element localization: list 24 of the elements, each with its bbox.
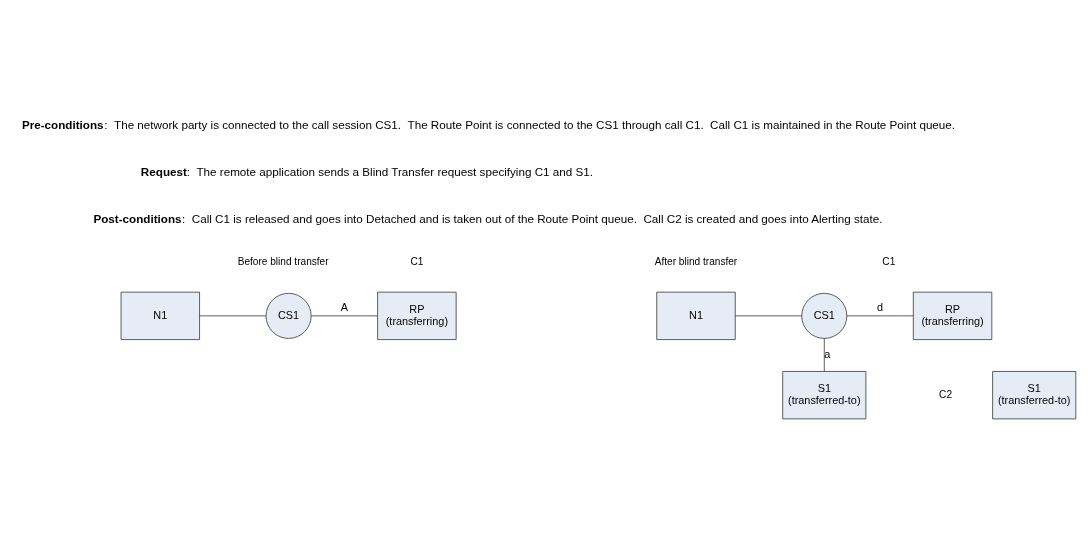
node-box: RP (transferring) xyxy=(912,291,993,340)
label: Request: The remote application sends a Blind Transfer request specifying C1 and S1. xyxy=(140,164,593,178)
connector xyxy=(199,315,267,317)
node-box: S1 (transferred-to) xyxy=(992,371,1077,420)
label: Pre-conditions: The network party is connected to the call session CS1. The Route Point is connected to the CS1 through call C1. Call C1 is maintained in the Route Point queue. xyxy=(21,118,956,132)
connector xyxy=(823,338,825,372)
label: Post-conditions: Call C1 is released and goes into Detached and is taken out of the Route Point queue. Call C2 is created and goes into Alerting state. xyxy=(93,211,883,225)
label: Before blind transfer xyxy=(237,256,329,268)
connector xyxy=(734,315,803,317)
node-circle: CS1 xyxy=(801,292,848,339)
node-box: RP (transferring) xyxy=(377,291,457,340)
label: C2 xyxy=(939,388,953,400)
edge-label: d xyxy=(877,300,884,313)
edge-label: a xyxy=(824,348,831,361)
node-box: S1 (transferred-to) xyxy=(782,371,867,420)
label: After blind transfer xyxy=(654,256,738,268)
edge-label: A xyxy=(340,300,349,313)
node-circle: CS1 xyxy=(265,292,312,339)
node-box: N1 xyxy=(656,291,736,340)
connector xyxy=(310,315,378,317)
label: C1 xyxy=(882,256,896,268)
connector xyxy=(846,315,914,317)
label: C1 xyxy=(410,256,424,268)
node-box: N1 xyxy=(120,291,200,340)
